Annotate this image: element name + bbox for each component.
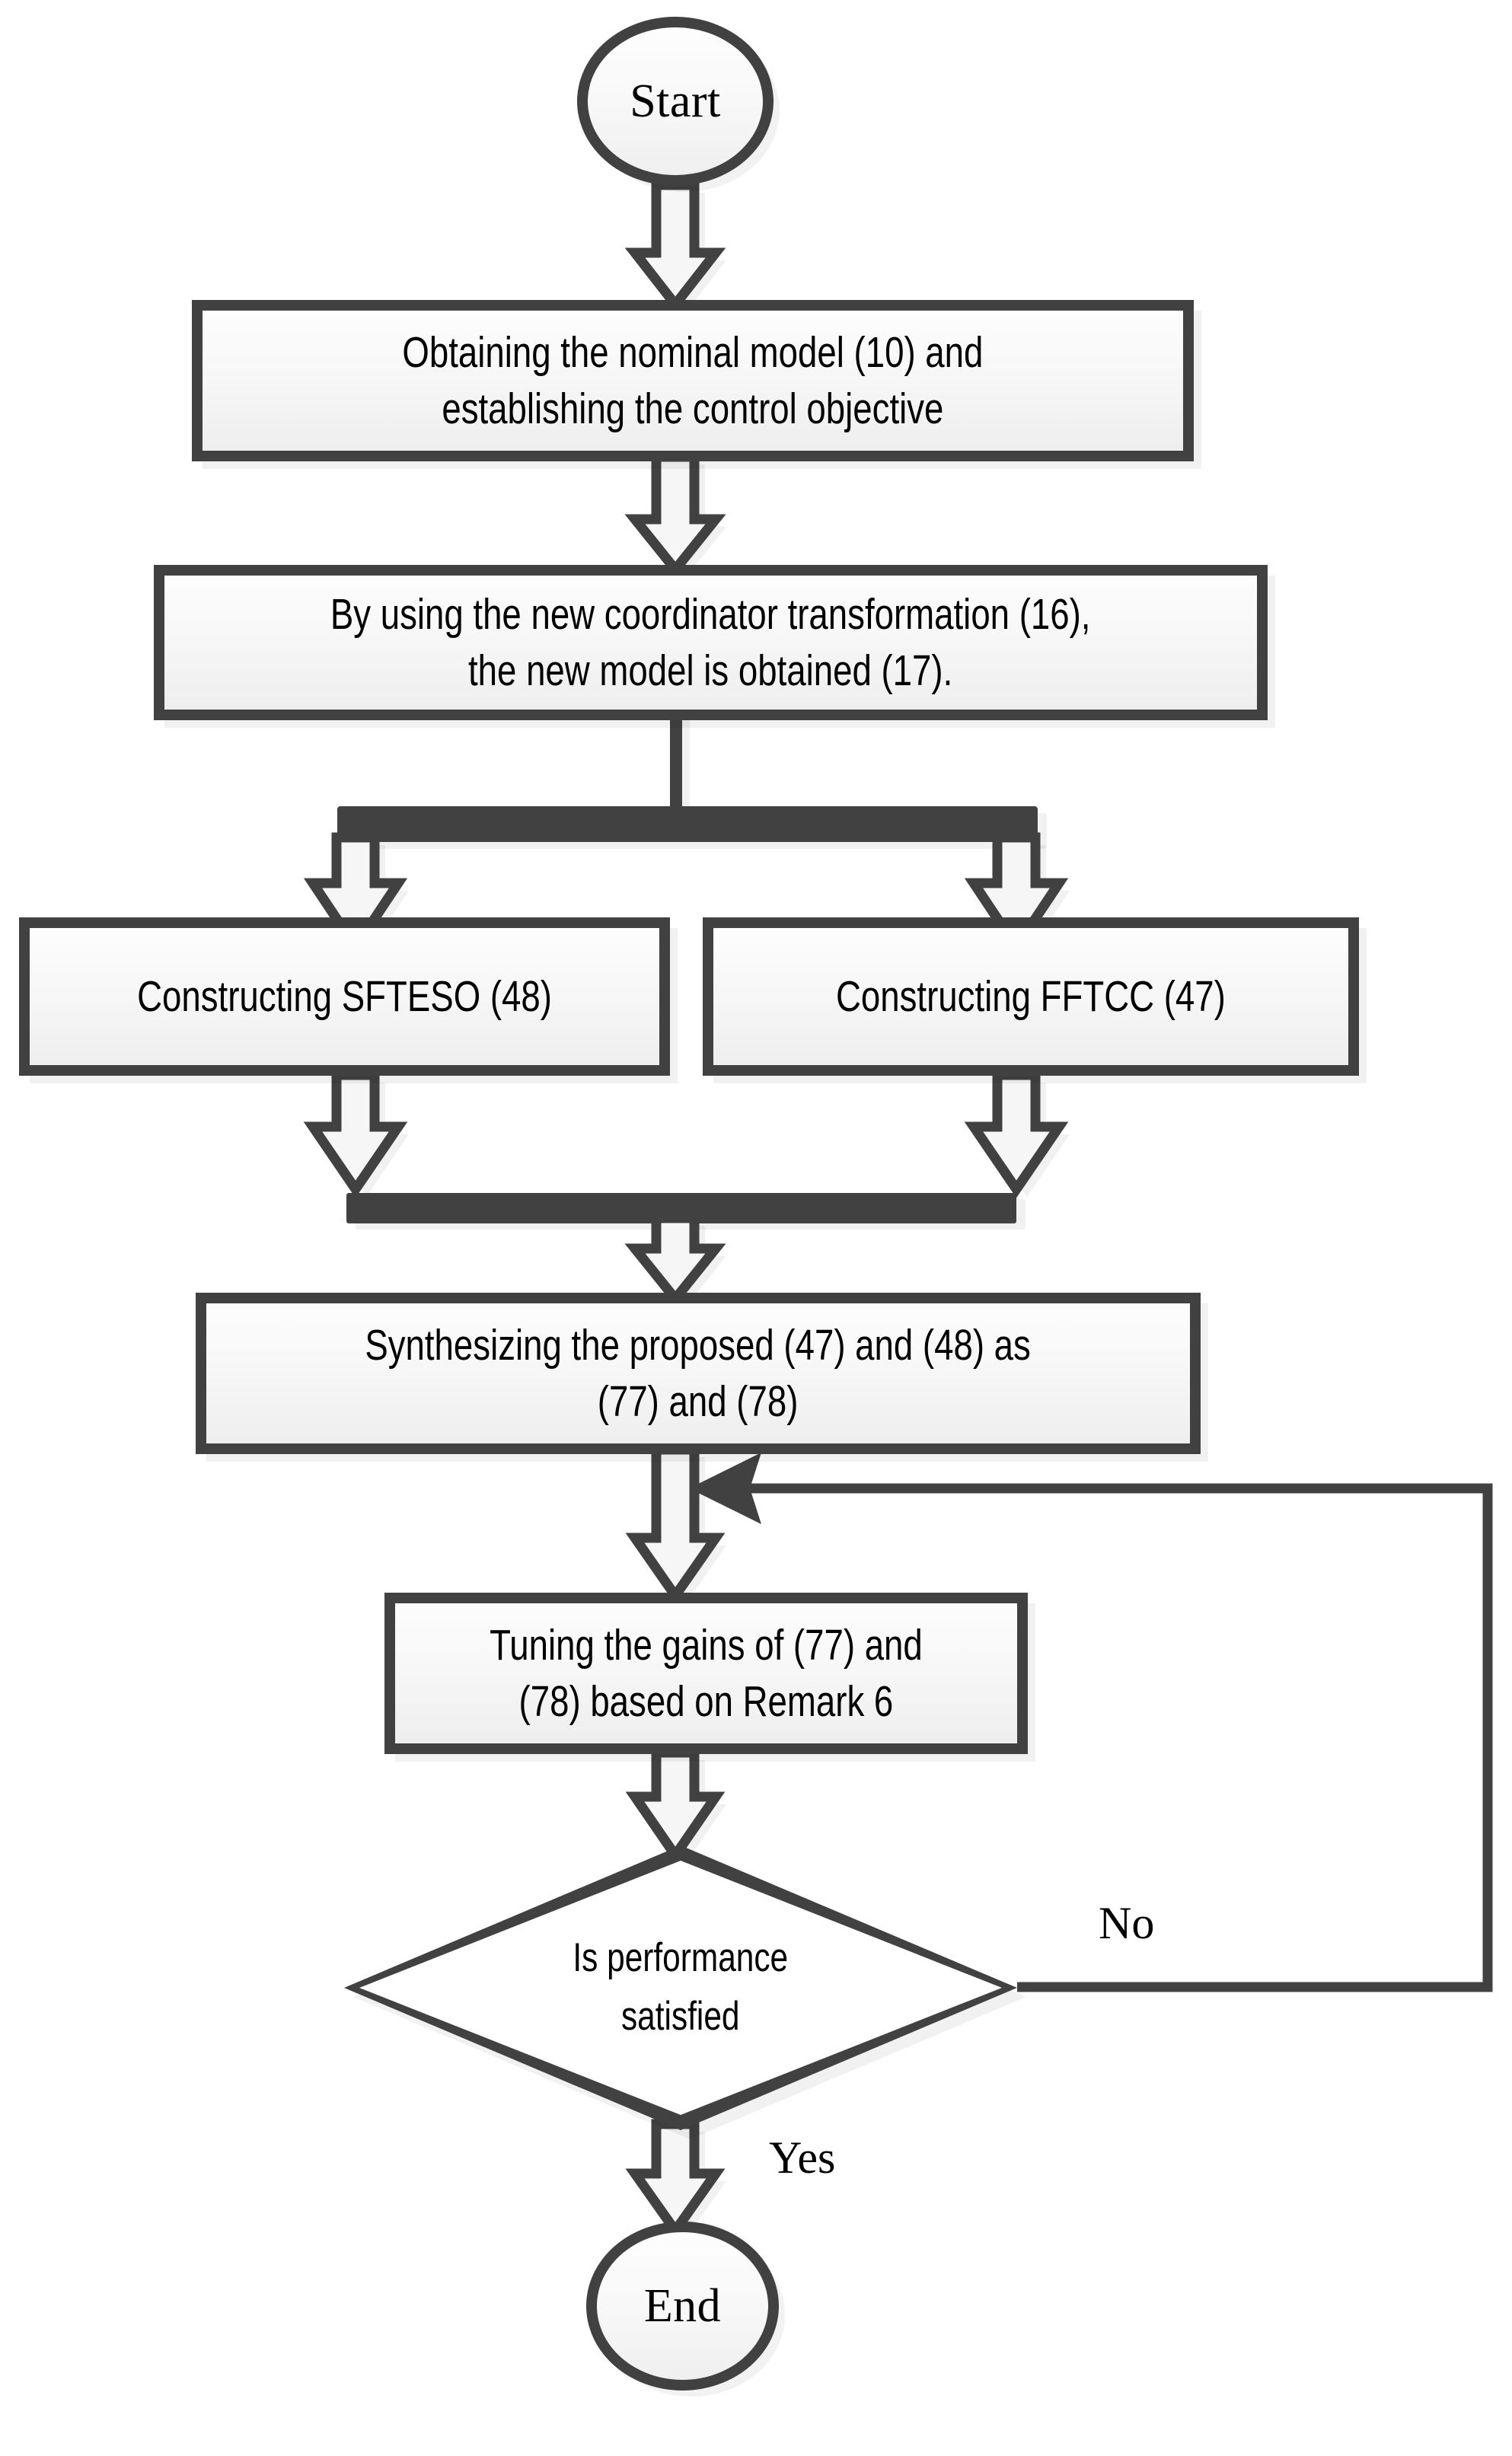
- node-sfteso-label: Constructing SFTESO (48): [137, 971, 552, 1021]
- node-step1-label: Obtaining the nominal model (10) and est…: [403, 324, 984, 437]
- edge-label-no: No: [1099, 1898, 1155, 1948]
- edge-start-to-step1: [624, 180, 726, 313]
- edge-sfteso-to-join: [303, 1070, 409, 1198]
- decision-line2: satisfied: [621, 1994, 740, 2039]
- node-step2-line1: By using the new coordinator transformat…: [330, 589, 1091, 639]
- node-decision-is-performance-satisfied[interactable]: Is performance satisfied: [344, 1845, 1026, 2139]
- node-end-label: End: [643, 2279, 722, 2332]
- edge-decision-yes-to-end: [625, 2119, 726, 2240]
- node-step1-line1: Obtaining the nominal model (10) and: [402, 327, 984, 377]
- node-step4-line1: Synthesizing the proposed (47) and (48) …: [365, 1320, 1032, 1370]
- node-constructing-fftcc[interactable]: Constructing FFTCC (47): [703, 917, 1359, 1076]
- node-step5-label: Tuning the gains of (77) and (78) based …: [490, 1617, 923, 1730]
- node-constructing-sfteso[interactable]: Constructing SFTESO (48): [19, 917, 670, 1076]
- edge-fftcc-to-join: [964, 1070, 1070, 1198]
- edge-fork-to-sfteso: [303, 832, 409, 956]
- decision-line1: Is performance: [573, 1935, 789, 1981]
- edge-step5-to-decision: [625, 1747, 726, 1864]
- fork-bar: [337, 806, 1047, 849]
- edge-step4-to-step5: [625, 1444, 726, 1605]
- edge-decision-no-feedback: [689, 1453, 1493, 1992]
- decision-label: Is performance satisfied: [344, 1845, 1017, 2130]
- node-step2-line2: the new model is obtained (17).: [468, 646, 953, 695]
- node-obtaining-nominal-model[interactable]: Obtaining the nominal model (10) and est…: [192, 300, 1194, 461]
- node-fftcc-label: Constructing FFTCC (47): [836, 971, 1226, 1021]
- edge-step1-to-step2: [624, 451, 726, 578]
- node-step2-label: By using the new coordinator transformat…: [330, 586, 1091, 699]
- node-step1-line2: establishing the control objective: [442, 384, 944, 433]
- node-tuning-gains[interactable]: Tuning the gains of (77) and (78) based …: [384, 1593, 1028, 1754]
- node-synthesizing-proposed[interactable]: Synthesizing the proposed (47) and (48) …: [196, 1293, 1201, 1454]
- edge-label-yes: Yes: [769, 2132, 836, 2183]
- node-step4-label: Synthesizing the proposed (47) and (48) …: [365, 1317, 1032, 1430]
- edge-step2-to-fork: [670, 714, 690, 810]
- node-step5-line2: (78) based on Remark 6: [518, 1677, 894, 1726]
- node-end[interactable]: End: [586, 2222, 779, 2391]
- edge-join-to-step4: [624, 1213, 726, 1307]
- node-step5-line1: Tuning the gains of (77) and: [490, 1620, 923, 1670]
- edge-fork-to-fftcc: [964, 832, 1070, 956]
- node-start-label: Start: [630, 75, 721, 127]
- node-coordinator-transformation[interactable]: By using the new coordinator transformat…: [154, 565, 1268, 720]
- node-start[interactable]: Start: [577, 17, 774, 186]
- node-step4-line2: (77) and (78): [598, 1377, 799, 1426]
